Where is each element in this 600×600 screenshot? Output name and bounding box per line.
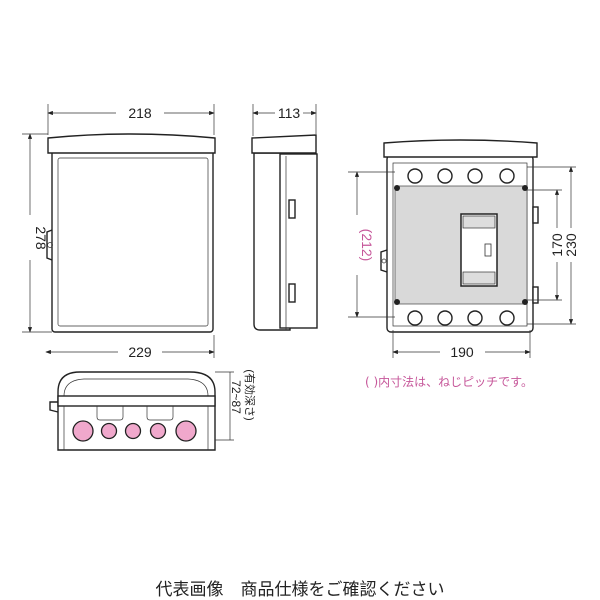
effective-depth-label: (有効深さ) <box>243 369 257 420</box>
screw-pitch-note: ( )内寸法は、ねじピッチです。 <box>365 375 533 389</box>
representative-image-caption: 代表画像 商品仕様をご確認ください <box>155 580 445 600</box>
dim-width-top: 218 <box>128 105 152 121</box>
dim-depth: 113 <box>278 105 301 121</box>
dim-effective-depth: 72~87 <box>229 380 243 414</box>
knockout-holes <box>407 168 515 326</box>
dim-width-bottom: 229 <box>128 344 152 360</box>
dim-height-inner: 170 <box>549 233 565 257</box>
inner-view: (212) 170 230 190 ( )内寸法は、ねじピッチです。 <box>348 139 579 389</box>
knockout-holes-bottom <box>72 420 197 442</box>
dim-inner-width: 190 <box>450 344 474 360</box>
dim-screw-pitch: (212) <box>359 229 375 262</box>
dim-height-outer: 230 <box>563 233 579 257</box>
dim-height: 278 <box>33 226 49 250</box>
bottom-view: 72~87 (有効深さ) <box>49 369 257 451</box>
side-view: 113 <box>251 104 318 331</box>
front-view: 218 278 229 <box>22 104 216 360</box>
